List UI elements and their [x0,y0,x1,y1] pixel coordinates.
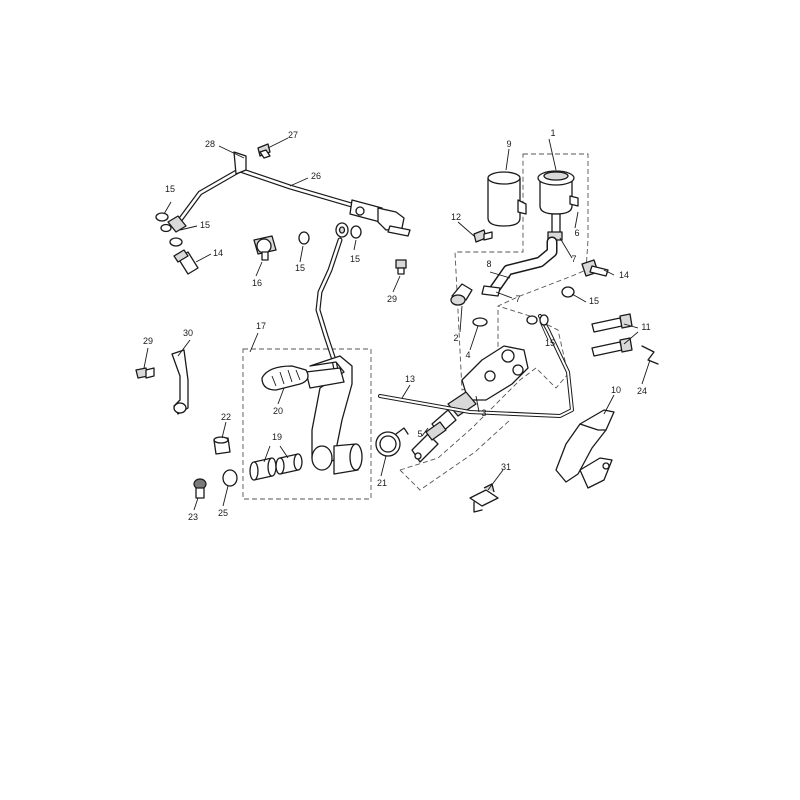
callout-1: 1 [550,128,555,138]
brake-pipe-13 [378,314,574,418]
callout-29a: 29 [143,336,153,346]
bracket-31 [469,483,499,513]
return-spring [375,427,409,457]
pipe-washers-15 [526,314,549,326]
bolt-12 [473,229,493,243]
bolt-27 [257,143,271,159]
assembly-box-pedal [242,348,372,500]
washer-25 [222,469,238,487]
callout-15a: 15 [165,184,175,194]
callout-2: 2 [453,333,458,343]
callout-27: 27 [288,130,298,140]
callout-23: 23 [188,512,198,522]
callout-4: 4 [465,350,470,360]
callout-14b: 14 [619,270,629,280]
bolt-22 [213,436,231,455]
callout-22: 22 [221,412,231,422]
callout-15e: 15 [589,296,599,306]
callout-21: 21 [377,478,387,488]
callout-8: 8 [486,259,491,269]
brake-pedal [305,355,363,475]
leader-lines [143,137,651,511]
callout-28: 28 [205,139,215,149]
callout-15d: 15 [350,254,360,264]
callout-7a: 7 [571,254,576,264]
pedal-rubber [261,365,309,391]
inlet-elbow [450,283,473,306]
callout-29b: 29 [387,294,397,304]
brake-fluid-reservoir [537,170,579,241]
clip-24 [641,345,659,365]
callout-12: 12 [451,212,461,222]
callout-16: 16 [252,278,262,288]
reservoir-cover-9 [487,171,527,227]
callout-24: 24 [637,386,647,396]
bolts-11 [591,313,633,357]
reservoir-hose [488,236,558,296]
callout-13: 13 [405,374,415,384]
rear-brake-hose [167,151,411,237]
banjo-bolt-14-left [173,249,199,275]
washer-15-right [561,286,575,298]
callout-3: 3 [481,408,486,418]
pedal-hose-banjo [335,222,349,238]
callout-7b: 7 [515,294,520,304]
sealing-washer-15b [350,225,362,239]
heel-guard [555,409,615,489]
callout-19: 19 [272,432,282,442]
brake-light-switch [253,235,277,261]
callout-6: 6 [574,228,579,238]
hose-clip-7 [481,285,501,297]
callout-15f: 15 [545,338,555,348]
callout-14a: 14 [213,248,223,258]
callout-17: 17 [256,321,266,331]
sealing-washers-left [155,212,183,247]
callout-25: 25 [218,508,228,518]
callout-30: 30 [183,328,193,338]
pedal-bushes-19 [249,453,303,481]
callout-numbers: 1 2 3 4 5 6 7 7 8 9 10 11 12 13 14 14 15… [143,128,651,522]
callout-10: 10 [611,385,621,395]
callout-15c: 15 [295,263,305,273]
callout-11: 11 [641,322,650,332]
o-ring-4 [472,317,488,327]
callout-9: 9 [506,139,511,149]
bolt-29-left [135,367,155,379]
bolt-29-upper [395,259,407,275]
bracket-30 [171,349,189,415]
callout-15b: 15 [200,220,210,230]
banjo-bolt-14-right [581,259,609,277]
callout-5: 5 [417,429,422,439]
pushrod-clevis [411,421,447,463]
callout-20: 20 [273,406,283,416]
callout-31: 31 [501,462,511,472]
callout-26: 26 [311,171,321,181]
sealing-washer-15 [298,231,310,245]
rear-master-cylinder [431,345,529,435]
assembly-box-reservoir [454,153,589,391]
bolt-23 [193,478,207,499]
